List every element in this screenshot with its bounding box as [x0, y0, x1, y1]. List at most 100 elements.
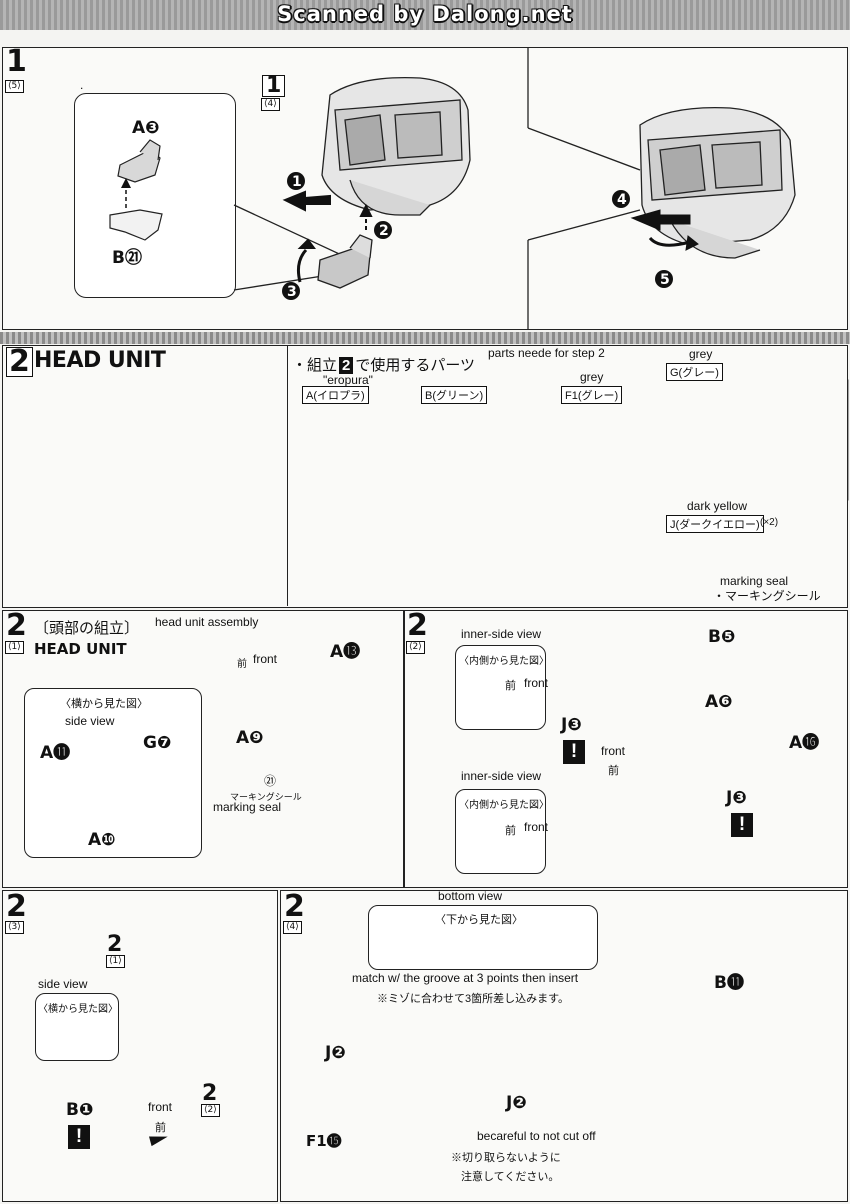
- step2-2-warning-icon-2: !: [731, 813, 753, 837]
- step1-inset-dot: .: [80, 78, 84, 92]
- step2-1-sub: ⟨1⟩: [5, 641, 24, 654]
- runner-g-label: G(グレー): [666, 363, 723, 381]
- step1-head-drawing-right: [639, 106, 796, 259]
- banner-text: Scanned by Dalong.net: [277, 2, 573, 26]
- scan-banner: [0, 0, 850, 30]
- runner-j-label: J(ダークイエロー): [666, 515, 764, 533]
- step2-2-inner-view-en-2: inner-side view: [461, 769, 542, 783]
- step2-4-part-j2-b: J❷: [506, 1093, 527, 1113]
- step2-4-part-j2-a: J❷: [325, 1043, 346, 1063]
- step2-4-groove-en: match w/ the groove at 3 points then ins…: [352, 971, 579, 985]
- step2-separator: [0, 332, 850, 344]
- step2-3-front-jp: 前: [155, 1122, 166, 1134]
- step2-4-bottom-view-callout: [368, 905, 598, 970]
- step2-4-groove-jp: ※ミゾに合わせて3箇所差し込みます。: [377, 993, 570, 1005]
- step2-4-bottom-view-jp: 〈下から見た図〉: [435, 914, 523, 926]
- step2-4-part-f1-43: F1⓯: [306, 1132, 342, 1150]
- step1-part-b21: B㉑: [112, 248, 142, 268]
- step2-3-sub: ⟨3⟩: [5, 921, 24, 934]
- step2-1-seal-en: marking seal: [213, 800, 282, 814]
- step2-2-inner-view-en-1: inner-side view: [461, 627, 542, 641]
- parts-heading-jp: ・組立: [292, 357, 338, 374]
- step2-2-part-a6: A❻: [705, 692, 733, 712]
- step2-4-careful-jp2: 注意してください。: [461, 1171, 560, 1183]
- runner-j-note: dark yellow: [687, 499, 748, 513]
- step2-1-part-a10: A❿: [88, 830, 116, 850]
- svg-text:5: 5: [660, 272, 670, 288]
- step2-3-part-b1: B❶: [66, 1100, 94, 1120]
- step2-3-side-view-en: side view: [38, 977, 88, 991]
- step2-1-part-g7: G❼: [143, 733, 172, 753]
- step2-4-sub: ⟨4⟩: [283, 921, 302, 934]
- step2-2-part-j3-b: J❸: [726, 788, 747, 808]
- step2-1-seal-jp: マーキングシール: [230, 792, 302, 802]
- svg-text:2: 2: [379, 223, 389, 239]
- step2-3-ref-number: 2: [107, 932, 123, 957]
- runner-g-note: grey: [689, 347, 713, 361]
- step2-4-careful-en: becareful to not cut off: [477, 1129, 596, 1143]
- step1-part-a3-drawing: [117, 139, 161, 183]
- step1-ref-sub: ⟨4⟩: [261, 98, 280, 111]
- step2-4-bottom-view-en: bottom view: [438, 889, 503, 903]
- step2-number: 2: [6, 347, 33, 377]
- runner-b-label: B(グリーン): [421, 386, 488, 404]
- step2-2-part-b5: B❺: [708, 627, 736, 647]
- step2-title: HEAD UNIT: [34, 348, 166, 373]
- step2-1-number: 2: [6, 608, 27, 643]
- step2-2-inner-view-jp-2: 〈内側から見た図〉: [459, 800, 549, 811]
- step2-3-warning-icon: !: [68, 1125, 90, 1149]
- step2-2-part-a16: A⓰: [789, 733, 820, 753]
- step2-4-careful-jp1: ※切り取らないように: [451, 1152, 561, 1164]
- step2-3-side-view-callout: [35, 993, 119, 1061]
- runner-f1-note: grey: [580, 370, 604, 384]
- step2-1-front-jp: 前: [237, 659, 247, 670]
- step2-2-inner-callout-2: [455, 789, 546, 874]
- parts-heading-en: parts neede for step 2: [488, 346, 605, 360]
- step1-arrow-badges: 1 2 3 4 5: [282, 172, 673, 300]
- step1-part-a3: A❸: [132, 118, 160, 138]
- step1-arrows-left: [282, 190, 373, 283]
- step2-2-sub: ⟨2⟩: [406, 641, 425, 654]
- step2-1-title-jp: 〔頭部の組立〕: [34, 620, 140, 637]
- step2-1-seal-num: ㉑: [264, 774, 277, 788]
- svg-text:4: 4: [617, 192, 627, 208]
- svg-text:1: 1: [292, 174, 302, 190]
- step2-3-front-en: front: [148, 1100, 173, 1114]
- step2-2-warning-icon-1: !: [563, 740, 585, 764]
- parts-heading-num: 2: [339, 357, 354, 374]
- runner-a-note: "eropura": [323, 373, 373, 387]
- step2-2-front-jp-3: 前: [608, 765, 619, 777]
- step2-2-number: 2: [407, 608, 428, 643]
- step2-3-ref-sub: ⟨1⟩: [106, 955, 125, 968]
- step2-1-front-en: front: [253, 652, 278, 666]
- step2-2-front-jp-1: 前: [505, 680, 516, 692]
- step2-3-ref2-sub: ⟨2⟩: [201, 1104, 220, 1117]
- runner-a-label: A(イロプラ): [302, 386, 369, 404]
- step2-3-side-view-jp: 〈横から見た図〉: [38, 1004, 118, 1015]
- step2-2-front-en-3: front: [601, 744, 626, 758]
- step1-part-b21-drawing: [109, 209, 163, 241]
- step2-2-front-en-1: front: [524, 676, 549, 690]
- step2-1-part-a13: A⓭: [330, 642, 361, 662]
- step2-4-part-b11: B⓫: [714, 973, 744, 993]
- runner-f1-label: F1(グレー): [561, 386, 623, 404]
- marking-seal-en: marking seal: [720, 574, 789, 588]
- step2-1-title-en: head unit assembly: [155, 615, 259, 629]
- step2-3-ref2-number: 2: [202, 1081, 218, 1106]
- parts-heading-jp2: で使用するパーツ: [355, 357, 476, 374]
- step2-3-number: 2: [6, 889, 27, 924]
- step1-sub: ⟨5⟩: [5, 80, 24, 93]
- step1-head-drawing: [317, 76, 471, 289]
- step2-1-side-view-en: side view: [65, 714, 115, 728]
- step1-inset-callout: [74, 93, 236, 298]
- step1-ref-number: 1: [262, 75, 286, 97]
- step2-2-front-en-2: front: [524, 820, 549, 834]
- step2-2-front-jp-2: 前: [505, 825, 516, 837]
- step2-1-subtitle: HEAD UNIT: [34, 640, 127, 658]
- step2-1-part-a9: A❾: [236, 728, 264, 748]
- runner-j-qty: (×2): [760, 517, 779, 528]
- step2-2-inner-view-jp-1: 〈内側から見た図〉: [459, 656, 549, 667]
- svg-text:3: 3: [287, 284, 297, 300]
- step2-1-side-view-callout: [24, 688, 202, 858]
